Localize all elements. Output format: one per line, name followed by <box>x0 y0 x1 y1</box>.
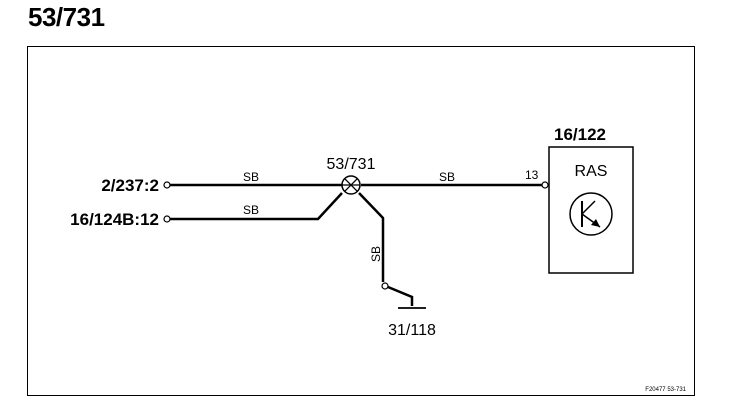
connector-pin-left-top <box>163 181 171 189</box>
wire-bottom-left <box>170 192 343 221</box>
splice-icon <box>341 175 361 195</box>
connector-label-left-top: 2/237:2 <box>101 176 159 195</box>
component-name: RAS <box>575 163 608 180</box>
ground-pin <box>381 282 389 290</box>
component-pin <box>541 181 549 189</box>
component-id: 16/122 <box>554 125 606 144</box>
connector-label-left-bottom: 16/124B:12 <box>70 210 159 229</box>
wire-label-right: SB <box>439 170 455 184</box>
splice-label: 53/731 <box>327 156 376 173</box>
wire-label-top-left: SB <box>243 170 259 184</box>
connector-pin-left-bottom <box>163 215 171 223</box>
figure-reference: F20477 53-731 <box>645 387 686 393</box>
ground-label: 31/118 <box>388 322 436 339</box>
ground-wire <box>387 285 414 306</box>
wire-label-down: SB <box>369 246 383 262</box>
component-pin-number: 13 <box>525 168 539 182</box>
page-title: 53/731 <box>28 2 105 32</box>
transistor-icon <box>569 192 613 236</box>
wire-label-bottom-left: SB <box>243 203 259 217</box>
diagram-frame <box>27 46 695 396</box>
wire-down <box>358 192 385 282</box>
